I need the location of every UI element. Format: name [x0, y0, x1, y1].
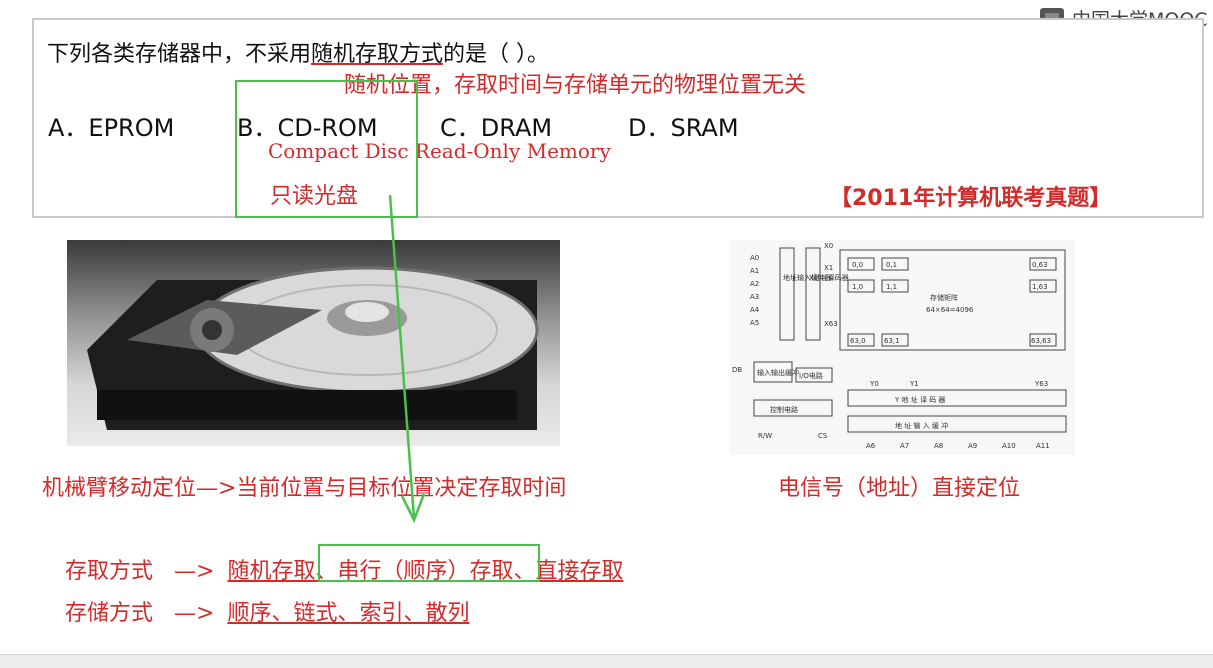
circuit-caption: 电信号（地址）直接定位 [778, 476, 1021, 501]
storage-method-label: 存储方式 [65, 601, 154, 626]
input-a5: A5 [750, 319, 759, 327]
cd-chinese-annotation: 只读光盘 [270, 184, 359, 209]
summary-row-2: 存储方式 —> 顺序、链式、索引、散列 [65, 595, 469, 627]
y-buffer-label: 地 址 输 入 缓 冲 [895, 421, 948, 430]
y-decoder-block: Y 地 址 译 码 器 地 址 输 入 缓 冲 [847, 389, 1067, 433]
cd-fullname-annotation: Compact Disc Read-Only Memory [268, 139, 611, 163]
dram-circuit-diagram: 地址输入缓冲器 X地址译码器 A0 A1 A2 A3 A4 A5 X0 X1 X… [730, 240, 1075, 455]
x-line-63: X63 [824, 320, 838, 328]
memory-matrix: 0,0 0,1 0,63 1,0 1,1 1,63 63,0 63,1 63,6… [839, 249, 1066, 351]
access-method-label: 存取方式 [65, 559, 154, 584]
arrow-1: —> [174, 559, 215, 584]
io-circuit-label: I/O电路 [799, 371, 823, 380]
db-label: DB [732, 366, 742, 374]
disk-caption: 机械臂移动定位—>当前位置与目标位置决定存取时间 [42, 476, 567, 501]
option-d[interactable]: D．SRAM [628, 114, 739, 142]
green-arrow [388, 194, 426, 524]
cell-0-0: 0,0 [852, 261, 863, 269]
cell-63-0: 63,0 [850, 337, 866, 345]
cell-63-63: 63,63 [1031, 337, 1051, 345]
cell-0-63: 0,63 [1032, 261, 1048, 269]
addr-buffer-label: 地址输入缓冲器 [783, 273, 832, 282]
input-a6: A6 [866, 442, 876, 450]
y-line-63: Y63 [1034, 380, 1048, 388]
y-line-1: Y1 [909, 380, 919, 388]
x-lines: X0 X1 X63 [824, 242, 838, 328]
io-buffer-label: 输入输出缓冲 [757, 368, 799, 377]
option-b[interactable]: B．CD-ROM [237, 114, 378, 142]
storage-methods: 顺序、链式、索引、散列 [227, 601, 470, 626]
question-highlight: 随机存取方式 [311, 42, 444, 67]
answer-highlight-box [235, 80, 418, 218]
cell-1-0: 1,0 [852, 283, 863, 291]
direct-access-item: 直接存取 [535, 559, 624, 584]
question-prefix: 下列各类存储器中，不采用 [47, 42, 312, 67]
question-suffix: 的是（ ）。 [443, 42, 550, 67]
arrow-2: —> [174, 601, 215, 626]
input-a1: A1 [750, 267, 759, 275]
question-stem: 下列各类存储器中，不采用随机存取方式的是（ ）。 [47, 36, 549, 68]
input-a9: A9 [968, 442, 977, 450]
matrix-size: 64×64=4096 [926, 306, 974, 314]
hard-disk-illustration [87, 266, 539, 430]
input-a3: A3 [750, 293, 759, 301]
player-bottom-bar [0, 654, 1213, 668]
serial-access-highlight-box [318, 544, 540, 582]
x-line-1: X1 [824, 264, 833, 272]
control-label: 控制电路 [770, 405, 798, 414]
input-a0: A0 [750, 254, 759, 262]
exam-source: 【2011年计算机联考真题】 [830, 186, 1112, 211]
x-line-0: X0 [824, 242, 833, 250]
option-a[interactable]: A．EPROM [48, 114, 175, 142]
y-inputs: A6 A7 A8 A9 A10 A11 [866, 442, 1050, 450]
rw-label: R/W [758, 432, 772, 440]
hard-disk-photo [67, 240, 560, 446]
y-line-0: Y0 [869, 380, 879, 388]
matrix-label: 存储矩阵 [930, 293, 958, 302]
serial-access-item: 串行（顺序）存取、 [337, 559, 536, 584]
y-decoder-label: Y 地 址 译 码 器 [894, 395, 945, 404]
input-a10: A10 [1002, 442, 1016, 450]
address-inputs: A0 A1 A2 A3 A4 A5 [750, 254, 760, 327]
cell-1-63: 1,63 [1032, 283, 1048, 291]
input-a4: A4 [750, 306, 760, 314]
summary-row-1: 存取方式 —> 随机存取、串行（顺序）存取、直接存取 [65, 553, 624, 585]
input-a2: A2 [750, 280, 759, 288]
random-access-annotation: 随机位置，存取时间与存储单元的物理位置无关 [344, 73, 807, 98]
input-a8: A8 [934, 442, 943, 450]
io-blocks: DB 输入输出缓冲 I/O电路 控制电路 R/W CS [732, 361, 833, 440]
input-a11: A11 [1036, 442, 1050, 450]
x-decoder-label: X地址译码器 [809, 273, 849, 282]
cell-0-1: 0,1 [886, 261, 897, 269]
cs-label: CS [818, 432, 828, 440]
x-decoder-block: X地址译码器 [805, 247, 849, 341]
cell-1-1: 1,1 [886, 283, 897, 291]
cell-63-1: 63,1 [884, 337, 900, 345]
y-lines: Y0 Y1 Y63 [869, 380, 1048, 388]
option-c[interactable]: C．DRAM [440, 114, 553, 142]
question-box [32, 18, 1204, 218]
input-a7: A7 [900, 442, 909, 450]
address-buffer-block: 地址输入缓冲器 [779, 247, 832, 341]
